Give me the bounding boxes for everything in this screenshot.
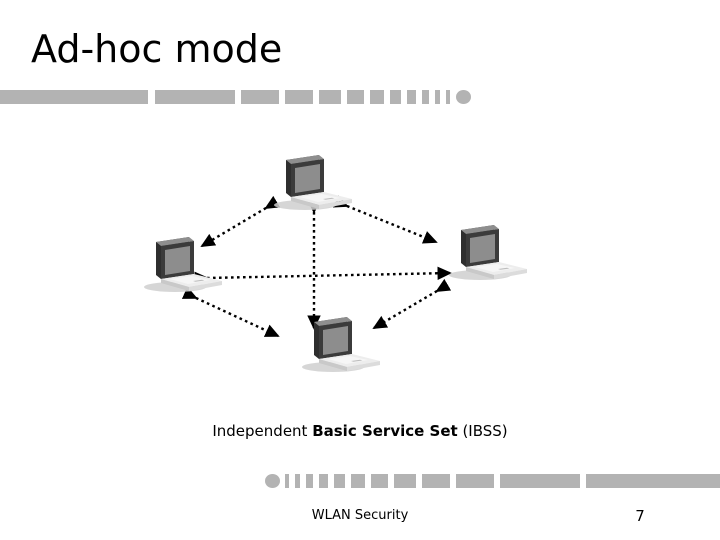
circle-bullet-icon	[456, 90, 471, 104]
bar-segment	[285, 90, 313, 104]
bar-segment	[319, 90, 341, 104]
bar-segment	[422, 474, 450, 488]
bar-segment	[390, 90, 401, 104]
laptop-icon-left	[142, 234, 228, 296]
diagram-canvas	[181, 195, 452, 338]
network-diagram	[0, 130, 720, 410]
bar-segment	[435, 90, 440, 104]
link-top-right	[332, 195, 438, 244]
page-number: 7	[635, 507, 645, 525]
bar-segment	[241, 90, 279, 104]
bar-segment	[371, 474, 388, 488]
bar-segment	[394, 474, 416, 488]
diagram-links	[181, 195, 452, 338]
link-left-bottom	[181, 286, 280, 338]
bar-segment	[0, 90, 148, 104]
bar-segment	[347, 90, 364, 104]
bar-segment	[319, 474, 328, 488]
circle-bullet-icon	[265, 474, 280, 488]
bar-segment	[370, 90, 384, 104]
bar-segment	[500, 474, 580, 488]
caption-emphasis: Basic Service Set	[312, 422, 458, 440]
bar-segment	[586, 474, 720, 488]
diagram-caption: Independent Basic Service Set (IBSS)	[0, 422, 720, 440]
laptop-icon-bottom	[300, 314, 386, 376]
laptop-icon-right	[447, 222, 533, 284]
bar-segment	[422, 90, 429, 104]
bar-segment	[407, 90, 416, 104]
footer-title: WLAN Security	[311, 508, 409, 523]
link-left-right	[194, 266, 452, 285]
caption-suffix: (IBSS)	[457, 422, 508, 440]
bar-segment	[155, 90, 235, 104]
bar-segment	[446, 90, 450, 104]
caption-prefix: Independent	[212, 422, 313, 440]
laptop-icon-top	[272, 152, 358, 214]
page-title: Ad-hoc mode	[31, 27, 283, 71]
bar-segment	[295, 474, 300, 488]
bar-segment	[334, 474, 345, 488]
link-top-left	[200, 195, 281, 248]
bar-segment	[351, 474, 365, 488]
bar-segment	[306, 474, 313, 488]
bar-segment	[456, 474, 494, 488]
bar-segment	[285, 474, 289, 488]
link-right-bottom	[372, 278, 452, 330]
